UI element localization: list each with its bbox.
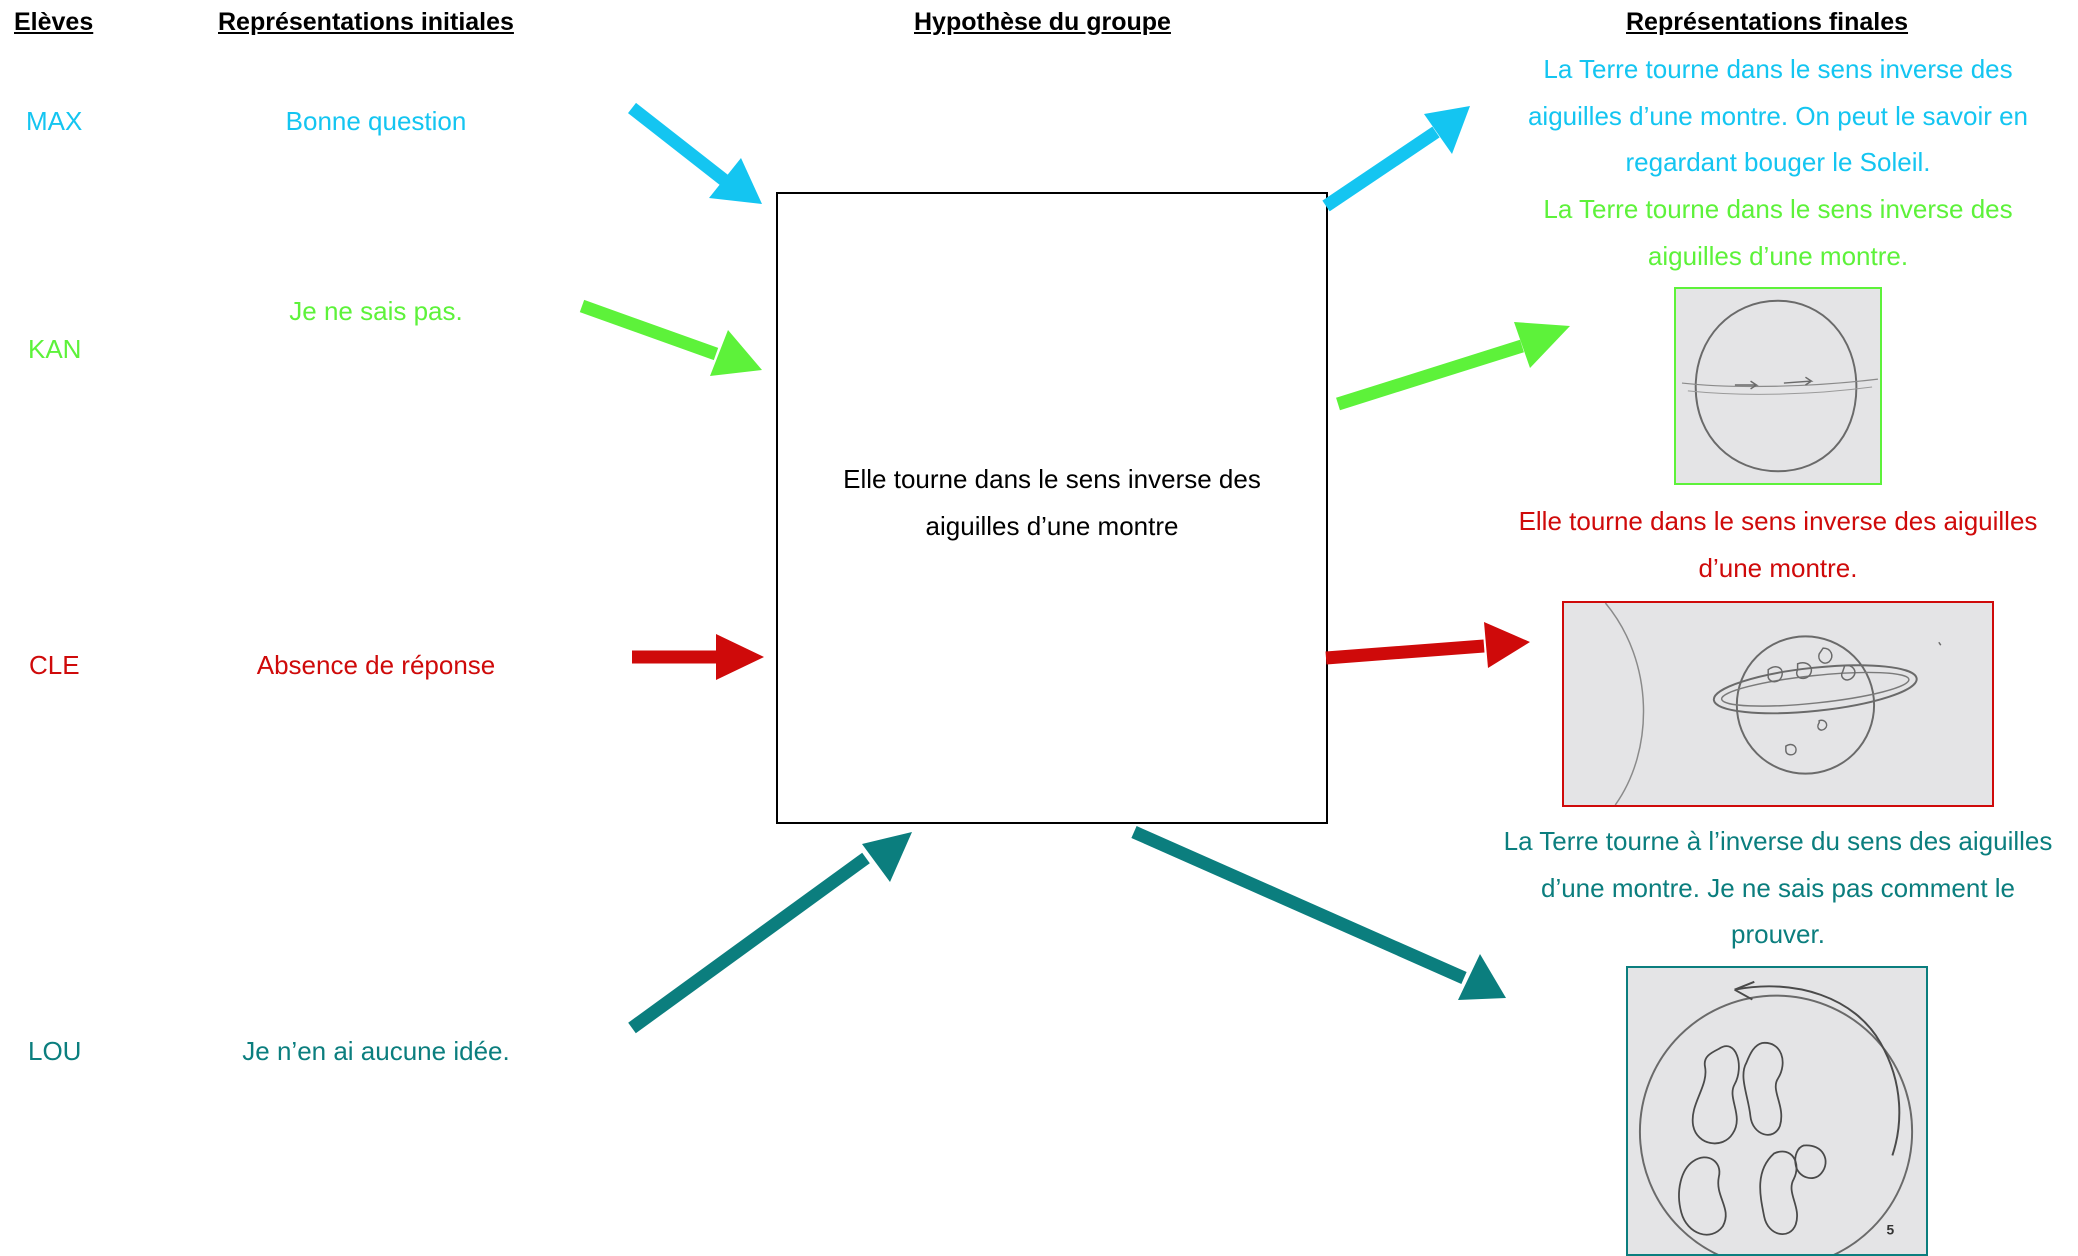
arrow-cle-to-final xyxy=(1325,622,1530,668)
student-name-lou: LOU xyxy=(28,1036,82,1066)
sketch-earth-lou: 5 xyxy=(1626,966,1928,1256)
arrow-cle-to-hypothesis xyxy=(632,634,764,680)
student-name-kan: KAN xyxy=(28,334,82,364)
header-students: Elèves xyxy=(14,8,94,36)
final-text-line: La Terre tourne à l’inverse du sens des … xyxy=(1503,826,2053,856)
final-text-line: Elle tourne dans le sens inverse des aig… xyxy=(1518,506,2038,536)
final-text-line: aiguilles d’une montre. xyxy=(1647,240,1909,271)
student-name-max: MAX xyxy=(26,106,83,136)
final-text-line: prouver. xyxy=(1731,919,1825,949)
arrow-kan-to-final xyxy=(1336,322,1570,411)
sketch-earth-kan xyxy=(1674,287,1882,485)
group-hypothesis-line: Elle tourne dans le sens inverse des xyxy=(843,464,1261,494)
header-group-hypothesis: Hypothèse du groupe xyxy=(914,8,1171,36)
final-text-line: d’une montre. xyxy=(1698,552,1858,583)
final-representation-max: La Terre tourne dans le sens inverse des… xyxy=(1446,46,2078,186)
group-hypothesis-text: Elle tourne dans le sens inverse des aig… xyxy=(778,456,1326,549)
student-name-cle: CLE xyxy=(29,650,80,680)
arrow-max-to-hypothesis xyxy=(627,102,762,204)
final-text-line: aiguilles d’une montre. On peut le savoi… xyxy=(1527,100,2029,131)
final-text-line: d’une montre. Je ne sais pas comment le xyxy=(1540,872,2016,903)
initial-representation-lou: Je n’en ai aucune idée. xyxy=(242,1036,510,1066)
header-final-representations: Représentations finales xyxy=(1626,8,1909,36)
arrow-max-to-final xyxy=(1322,106,1470,212)
earth-rotation-drawing: 5 xyxy=(1638,980,1914,1254)
arrow-lou-to-hypothesis xyxy=(628,832,912,1034)
final-representation-kan: La Terre tourne dans le sens inverse des… xyxy=(1446,186,2078,279)
final-text-line: La Terre tourne dans le sens inverse des xyxy=(1543,194,2013,224)
initial-representation-max: Bonne question xyxy=(285,106,467,136)
final-representation-lou: La Terre tourne à l’inverse du sens des … xyxy=(1446,818,2078,958)
group-hypothesis-box: Elle tourne dans le sens inverse des aig… xyxy=(776,192,1328,824)
arrow-lou-to-final xyxy=(1131,826,1506,1000)
earth-drawing xyxy=(1681,299,1879,473)
group-hypothesis-line: aiguilles d’une montre xyxy=(925,510,1179,541)
page-number: 5 xyxy=(1886,1222,1894,1237)
final-text-line: regardant bouger le Soleil. xyxy=(1625,147,1931,177)
initial-representation-kan: Je ne sais pas. xyxy=(289,296,463,326)
initial-representation-cle: Absence de réponse xyxy=(256,650,496,680)
sketch-earth-cle xyxy=(1562,601,1994,807)
earth-with-ring-drawing xyxy=(1604,603,1942,805)
final-representation-cle: Elle tourne dans le sens inverse des aig… xyxy=(1446,498,2078,591)
header-initial-representations: Représentations initiales xyxy=(218,8,514,36)
arrow-kan-to-hypothesis xyxy=(579,299,762,376)
final-text-line: La Terre tourne dans le sens inverse des xyxy=(1543,54,2013,84)
